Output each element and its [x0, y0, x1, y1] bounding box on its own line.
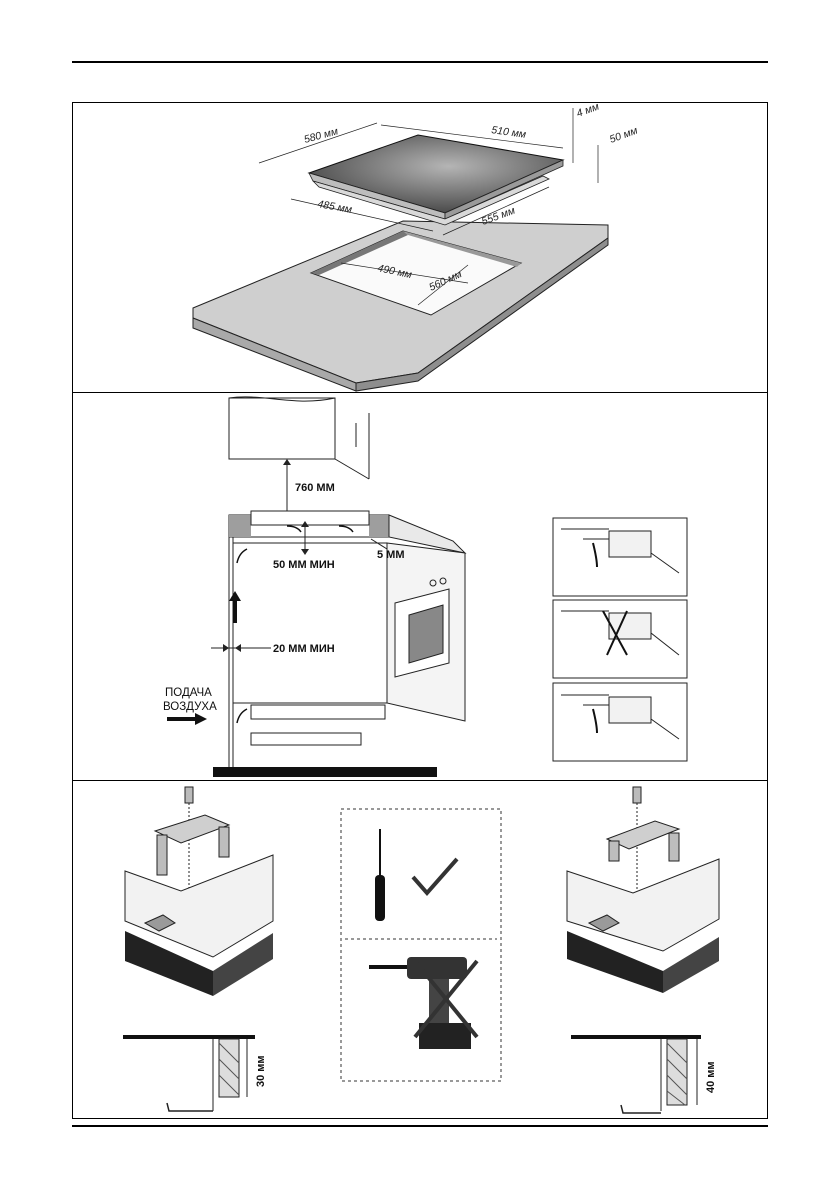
- bracket-assembly-left: [124, 786, 274, 996]
- panel-clearances: 760 ММ: [73, 393, 767, 781]
- panel-cutout-dimensions: 580 мм 510 мм 4 мм 50 мм 485 мм 555 мм 4…: [73, 101, 767, 393]
- installation-diagram: 580 мм 510 мм 4 мм 50 мм 485 мм 555 мм 4…: [72, 101, 768, 1119]
- label-clearance-top: 760 ММ: [295, 482, 335, 494]
- hob: [307, 134, 565, 226]
- label-gap-5: 5 ММ: [377, 549, 405, 561]
- upper-cabinet: [228, 397, 336, 460]
- label-thick-30: 30 мм: [255, 1055, 267, 1087]
- screwdriver-icon: [375, 829, 459, 921]
- label-thick-40: 40 мм: [705, 1061, 717, 1093]
- dim-cut-front: 485 мм: [316, 198, 352, 216]
- dim-width-top: 580 мм: [303, 125, 340, 146]
- bracket-assembly-right: [566, 786, 720, 993]
- label-min-50: 50 ММ МИН: [273, 559, 335, 571]
- dim-thick-4: 4 мм: [575, 101, 601, 120]
- hob-section: [250, 510, 370, 526]
- header-rule: [72, 61, 768, 63]
- panel-fixing-brackets: 30 мм 40 мм: [73, 781, 767, 1118]
- sealing-detail-correct-1: [552, 517, 688, 597]
- dim-depth-top: 510 мм: [491, 124, 527, 141]
- power-drill-icon: [369, 957, 479, 1049]
- label-air-2: ВОЗДУХА: [163, 701, 217, 713]
- built-in-oven: [232, 542, 466, 746]
- label-air-1: ПОДАЧА: [165, 687, 212, 699]
- footer-rule: [72, 1125, 768, 1127]
- dim-thick-50: 50 мм: [608, 125, 639, 146]
- cross-section-left: [123, 1035, 255, 1112]
- cross-section-right: [571, 1035, 701, 1114]
- floor: [213, 767, 437, 777]
- sealing-detail-correct-2: [552, 682, 688, 762]
- label-min-20: 20 ММ МИН: [273, 643, 335, 655]
- dimension-lines: [258, 108, 599, 306]
- sealing-detail-incorrect: [552, 599, 688, 679]
